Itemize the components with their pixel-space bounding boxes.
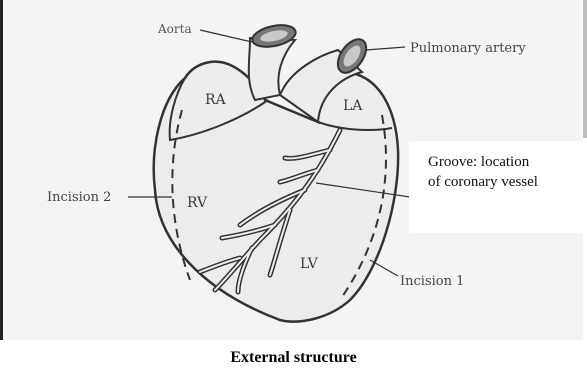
incision-1-label: Incision 1 bbox=[400, 274, 464, 289]
incision-2-label: Incision 2 bbox=[47, 190, 111, 205]
groove-label-line-1: Groove: location bbox=[428, 154, 529, 171]
figure-caption: External structure bbox=[0, 349, 587, 367]
right-atrium-label: RA bbox=[205, 92, 227, 108]
left-atrium-label: LA bbox=[343, 98, 363, 114]
pulmonary-artery-label: Pulmonary artery bbox=[410, 41, 526, 56]
groove-label-line-2: of coronary vessel bbox=[428, 174, 538, 191]
left-ventricle-label: LV bbox=[300, 256, 319, 272]
groove-annotation-box: Groove: location of coronary vessel bbox=[409, 141, 587, 233]
right-ventricle-label: RV bbox=[187, 195, 208, 211]
aorta-label: Aorta bbox=[157, 22, 192, 36]
